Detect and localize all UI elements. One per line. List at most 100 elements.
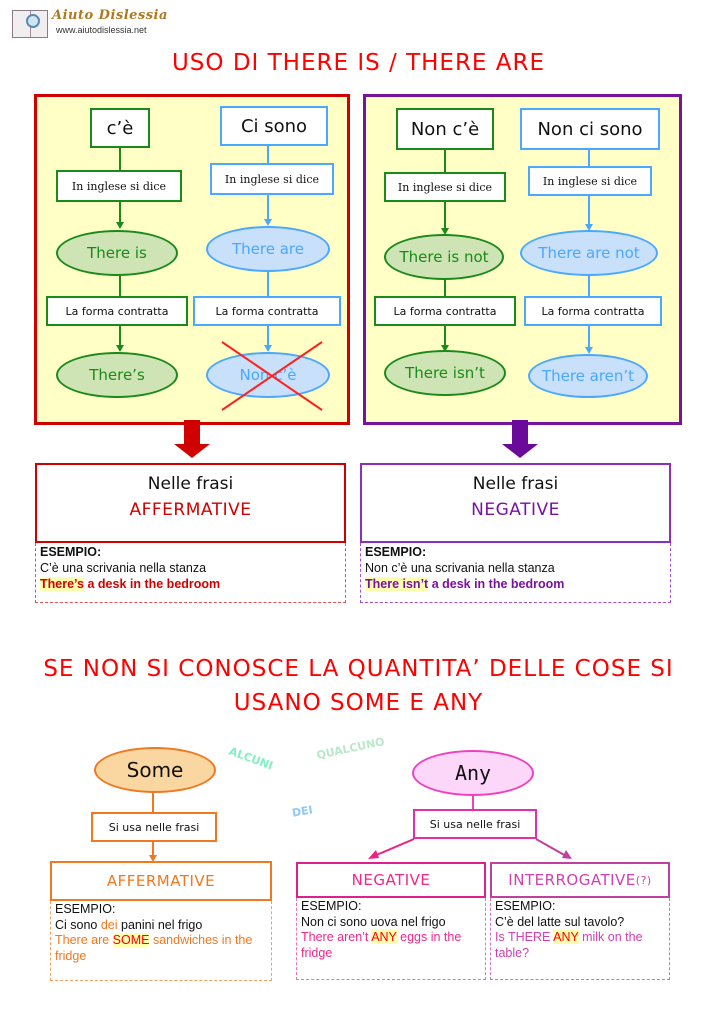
connector: [119, 148, 121, 170]
connector: [444, 326, 446, 346]
any-interrogative-example: ESEMPIO: C’è del latte sul tavolo? Is TH…: [490, 898, 670, 980]
connector: [588, 196, 590, 225]
example-english: There are SOME sandwiches in the fridge: [55, 933, 267, 964]
section-title-line2: USANO SOME E ANY: [233, 690, 484, 716]
text: Is THERE: [495, 930, 554, 944]
arrow-down-icon: [116, 222, 124, 229]
connector: [119, 326, 121, 346]
oval-there-is-not: There is not: [384, 234, 504, 280]
box-any-usage: Si usa nelle frasi: [413, 809, 537, 839]
word-dei: DEI: [291, 803, 314, 820]
example-english-rest: a desk in the bedroom: [428, 577, 565, 591]
affirmative-result-box: Nelle frasi AFFERMATIVE: [35, 463, 346, 543]
keyword-any: ANY: [553, 930, 579, 944]
oval-theres: There’s: [56, 352, 178, 398]
oval-non-ce-crossed: Non c’è: [206, 352, 330, 398]
oval-there-isnt: There isn’t: [384, 350, 506, 396]
cross-out-icon: [221, 341, 323, 411]
oval-there-are: There are: [206, 226, 330, 272]
connector: [588, 276, 590, 297]
logo-url: www.aiutodislessia.net: [56, 25, 147, 35]
page-title: USO DI THERE IS / THERE ARE: [171, 50, 546, 76]
text: There aren’t: [301, 930, 372, 944]
oval-there-are-not: There are not: [520, 230, 658, 276]
interrogative-label: INTERROGATIVE: [508, 871, 636, 889]
text: There are: [55, 933, 113, 947]
connector: [444, 150, 446, 173]
connector: [267, 326, 269, 346]
arrow-down-icon: [264, 219, 272, 226]
example-italian: Non ci sono uova nel frigo: [301, 914, 446, 929]
example-italian: C’è del latte sul tavolo?: [495, 914, 625, 929]
some-example: ESEMPIO: Ci sono dei panini nel frigo Th…: [50, 901, 272, 981]
example-english: There’s a desk in the bedroom: [40, 576, 341, 592]
box-non-ce: Non c’è: [396, 108, 494, 150]
nelle-frasi-label: Nelle frasi: [472, 474, 559, 494]
text: Ci sono: [55, 917, 101, 932]
interrogative-header: INTERROGATIVE(?): [490, 862, 670, 898]
keyword-dei: dei: [100, 917, 118, 932]
example-label: ESEMPIO:: [365, 545, 427, 559]
example-highlight: There’s: [40, 577, 85, 591]
nelle-frasi-label: Nelle frasi: [147, 474, 234, 494]
box-forma-contratta-neg-right: La forma contratta: [524, 296, 662, 326]
box-in-inglese-right: In inglese si dice: [210, 163, 334, 195]
connector: [119, 276, 121, 296]
affirmative-example: ESEMPIO: C’è una scrivania nella stanza …: [35, 543, 346, 603]
box-ce: c’è: [90, 108, 150, 148]
box-non-ci-sono: Non ci sono: [520, 108, 660, 150]
question-suffix: (?): [635, 873, 652, 887]
arrow-down-icon: [585, 347, 593, 354]
negative-example: ESEMPIO: Non c’è una scrivania nella sta…: [360, 543, 671, 603]
arrow-down-icon: [264, 345, 272, 352]
box-in-inglese-left: In inglese si dice: [56, 170, 182, 202]
box-some-usage: Si usa nelle frasi: [91, 812, 217, 842]
text: sandwiches in the fridge: [55, 933, 253, 963]
affirmative-header: AFFERMATIVE: [50, 861, 272, 901]
arrow-down-icon: [441, 345, 449, 352]
arrow-down-icon: [116, 345, 124, 352]
example-english: There isn’t a desk in the bedroom: [365, 576, 666, 592]
connector: [152, 842, 154, 856]
arrow-down-purple-icon: [502, 420, 538, 460]
text: eggs in the fridge: [301, 930, 462, 960]
arrow-down-icon: [149, 855, 157, 862]
section-title-line1: SE NON SI CONOSCE LA QUANTITA’ DELLE COS…: [43, 656, 674, 682]
keyword-some: SOME: [112, 933, 150, 947]
connector: [588, 326, 590, 348]
connector: [444, 280, 446, 297]
example-label: ESEMPIO:: [301, 899, 362, 913]
box-in-inglese-neg-left: In inglese si dice: [384, 172, 506, 202]
oval-there-is: There is: [56, 230, 178, 276]
negative-label: NEGATIVE: [471, 500, 560, 520]
connector: [267, 272, 269, 297]
oval-any: Any: [412, 750, 534, 796]
example-italian: C’è una scrivania nella stanza: [40, 561, 207, 575]
example-english: Is THERE ANY milk on the table?: [495, 930, 665, 961]
negative-header: NEGATIVE: [296, 862, 486, 898]
magnifier-icon: [26, 14, 40, 28]
connector: [267, 195, 269, 220]
box-forma-contratta-right: La forma contratta: [193, 296, 341, 326]
example-highlight: There isn’t: [365, 577, 429, 591]
box-ci-sono: Ci sono: [220, 106, 328, 146]
arrow-down-icon: [441, 228, 449, 235]
connector: [588, 150, 590, 167]
text: panini nel frigo: [117, 917, 203, 932]
any-negative-example: ESEMPIO: Non ci sono uova nel frigo Ther…: [296, 898, 486, 980]
connector: [267, 146, 269, 164]
box-in-inglese-neg-right: In inglese si dice: [528, 166, 652, 196]
example-italian: Non c’è una scrivania nella stanza: [365, 561, 555, 575]
connector: [444, 202, 446, 229]
oval-some: Some: [94, 747, 216, 793]
arrow-down-red-icon: [174, 420, 210, 460]
example-label: ESEMPIO:: [40, 545, 102, 559]
example-label: ESEMPIO:: [495, 899, 556, 913]
affirmative-label: AFFERMATIVE: [129, 500, 252, 520]
box-forma-contratta-neg-left: La forma contratta: [374, 296, 516, 326]
arrow-down-icon: [585, 224, 593, 231]
box-forma-contratta-left: La forma contratta: [46, 296, 188, 326]
connector: [152, 793, 154, 813]
word-alcuni: ALCUNI: [227, 744, 275, 773]
example-english: There aren’t ANY eggs in the fridge: [301, 930, 481, 961]
